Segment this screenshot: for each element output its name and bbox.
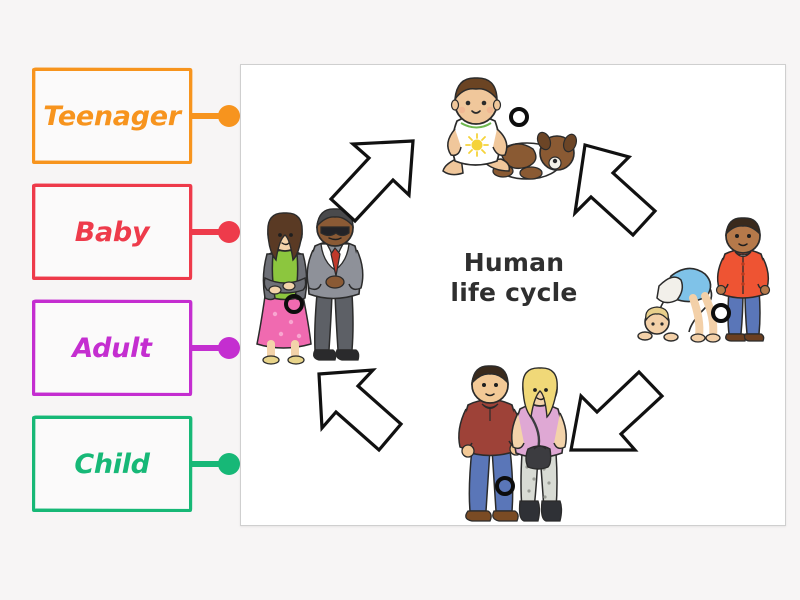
label-connector-dot-baby[interactable] xyxy=(218,221,240,243)
label-connector-line-child xyxy=(192,461,226,467)
label-text-adult: Adult xyxy=(72,332,152,364)
draggable-label-list: Teenager Baby Adult Child xyxy=(32,68,240,530)
label-connector-line-baby xyxy=(192,229,226,235)
drop-target-child[interactable] xyxy=(711,303,731,323)
label-row-baby[interactable]: Baby xyxy=(32,184,247,280)
teenagers-illustration xyxy=(446,365,576,525)
arrow-adult-to-baby-icon xyxy=(309,133,424,248)
draggable-label-adult[interactable]: Adult xyxy=(32,300,192,396)
label-text-baby: Baby xyxy=(74,216,150,248)
diagram-title: Human life cycle xyxy=(450,248,578,307)
label-connector-dot-adult[interactable] xyxy=(218,337,240,359)
label-row-teenager[interactable]: Teenager xyxy=(32,68,247,164)
label-connector-line-adult xyxy=(192,345,226,351)
arrow-baby-to-child-icon xyxy=(563,133,678,248)
drop-target-baby[interactable] xyxy=(509,107,529,127)
label-connector-dot-child[interactable] xyxy=(218,453,240,475)
draggable-label-child[interactable]: Child xyxy=(32,416,192,512)
draggable-label-baby[interactable]: Baby xyxy=(32,184,192,280)
children-playing-illustration xyxy=(631,217,776,345)
diagram-image-panel: Human life cycle xyxy=(240,64,786,526)
label-text-child: Child xyxy=(74,448,150,480)
label-row-child[interactable]: Child xyxy=(32,416,247,512)
baby-with-toy-dog-illustration xyxy=(431,77,591,187)
arrow-child-to-teen-icon xyxy=(563,360,678,475)
drop-target-adult[interactable] xyxy=(284,294,304,314)
draggable-label-teenager[interactable]: Teenager xyxy=(32,68,192,164)
drop-target-teenager[interactable] xyxy=(495,476,515,496)
arrow-teen-to-adult-icon xyxy=(309,360,424,475)
adult-couple-illustration xyxy=(243,208,368,365)
label-row-adult[interactable]: Adult xyxy=(32,300,247,396)
label-text-teenager: Teenager xyxy=(43,100,181,132)
label-connector-dot-teenager[interactable] xyxy=(218,105,240,127)
label-connector-line-teenager xyxy=(192,113,226,119)
